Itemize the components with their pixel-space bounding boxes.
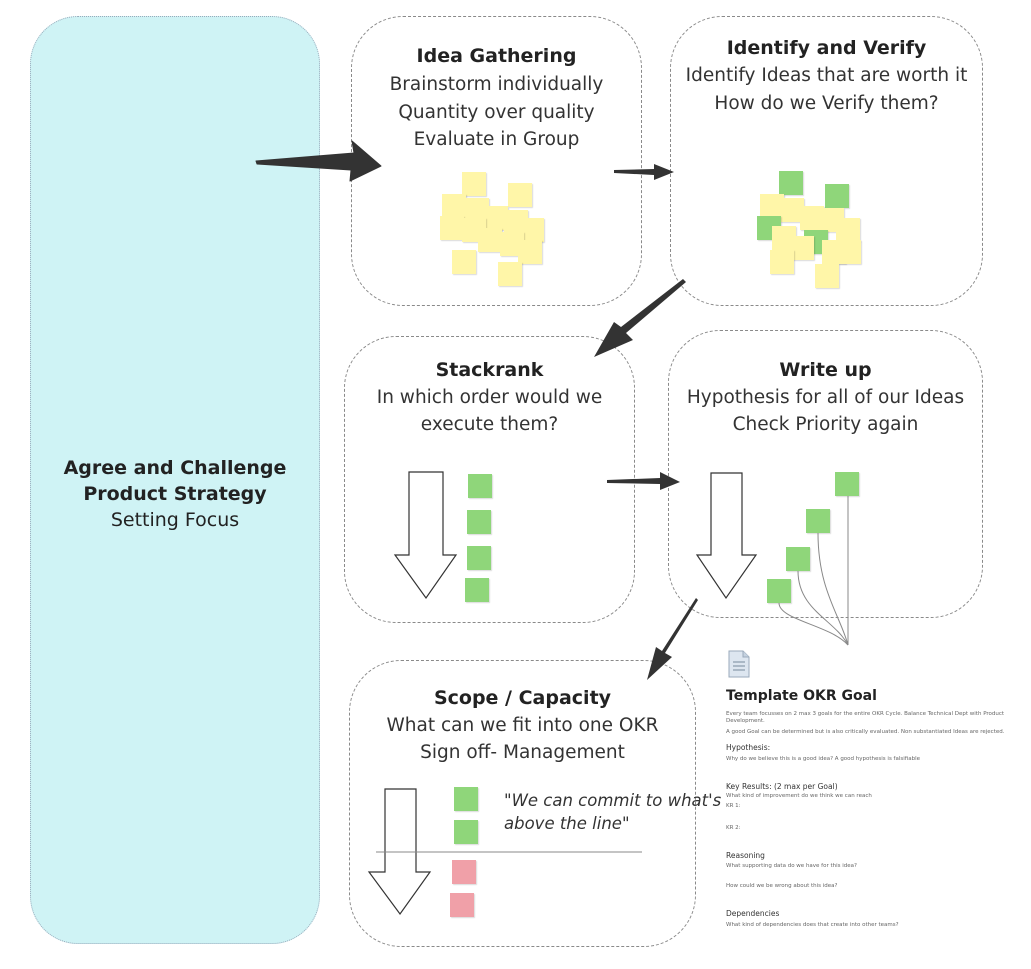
flow-arrow xyxy=(594,279,686,357)
sticky-note xyxy=(442,194,466,218)
sticky-note xyxy=(498,262,522,286)
sticky-note xyxy=(518,240,542,264)
doc-text: Development. xyxy=(726,718,765,724)
sticky-note xyxy=(815,264,839,288)
lane-title-line1: Agree and Challenge xyxy=(63,457,287,479)
card-line: How do we Verify them? xyxy=(714,93,939,114)
sticky-note xyxy=(806,509,830,533)
sticky-note xyxy=(770,250,794,274)
strategy-lane: Agree and Challenge Product Strategy Set… xyxy=(30,16,320,944)
sticky-note xyxy=(478,228,502,252)
doc-text: Every team focusses on 2 max 3 goals for… xyxy=(726,711,1005,717)
lane-text: Agree and Challenge Product Strategy Set… xyxy=(31,455,319,533)
card-identify-verify: Identify and Verify Identify Ideas that … xyxy=(670,16,983,306)
sticky-note xyxy=(779,171,803,195)
card-line: Sign off- Management xyxy=(420,742,625,763)
sticky-note xyxy=(468,474,492,498)
sticky-note xyxy=(790,236,814,260)
flow-arrow xyxy=(614,164,674,180)
connector-curve xyxy=(797,570,849,646)
lane-title-line2: Product Strategy xyxy=(83,483,267,505)
card-title: Stackrank xyxy=(435,359,544,381)
card-line: Check Priority again xyxy=(732,414,919,435)
connector-curve xyxy=(778,602,849,646)
doc-heading: Key Results: (2 max per Goal) xyxy=(726,782,838,791)
sticky-note xyxy=(836,218,860,242)
card-line: Evaluate in Group xyxy=(413,129,580,150)
doc-heading: Reasoning xyxy=(726,851,765,860)
document-icon xyxy=(728,650,750,678)
sticky-note xyxy=(837,240,861,264)
sticky-note xyxy=(467,546,491,570)
sticky-note xyxy=(454,820,478,844)
doc-text: How could we be wrong about this idea? xyxy=(726,883,838,889)
card-line: execute them? xyxy=(420,414,559,435)
doc-text: Why do we believe this is a good idea? A… xyxy=(726,756,921,762)
doc-text: KR 1: xyxy=(726,803,741,809)
down-arrow-icon xyxy=(695,472,758,600)
sticky-note xyxy=(467,510,491,534)
okr-template-doc[interactable]: Template OKR Goal Every team focusses on… xyxy=(718,650,1004,950)
flow-arrow xyxy=(647,598,698,680)
doc-heading: Hypothesis: xyxy=(726,743,771,752)
sticky-note xyxy=(452,250,476,274)
sticky-note xyxy=(462,172,486,196)
sticky-note xyxy=(465,578,489,602)
sticky-note xyxy=(454,787,478,811)
card-line: Hypothesis for all of our Ideas xyxy=(686,387,965,408)
connector-curve xyxy=(817,532,849,646)
flow-arrow xyxy=(607,472,680,490)
card-line: What can we fit into one OKR xyxy=(386,715,659,736)
card-line: Identify Ideas that are worth it xyxy=(685,65,968,86)
sticky-note xyxy=(835,472,859,496)
sticky-note xyxy=(450,893,474,917)
doc-heading: Dependencies xyxy=(726,909,780,918)
doc-title: Template OKR Goal xyxy=(726,688,877,704)
doc-text: What kind of dependencies does that crea… xyxy=(726,922,899,928)
card-idea-gathering: Idea Gathering Brainstorm individually Q… xyxy=(351,16,642,306)
sticky-note xyxy=(508,183,532,207)
card-line: Quantity over quality xyxy=(398,102,595,123)
doc-text: What kind of improvement do we think we … xyxy=(726,793,872,799)
sticky-note xyxy=(825,184,849,208)
doc-text: A good Goal can be determined but is als… xyxy=(726,729,1005,735)
sticky-note xyxy=(767,579,791,603)
quote-line1: "We can commit to what's xyxy=(504,791,722,810)
sticky-note xyxy=(786,547,810,571)
lane-subtitle: Setting Focus xyxy=(110,509,240,531)
card-title: Identify and Verify xyxy=(726,37,927,59)
card-title: Write up xyxy=(779,359,872,381)
sticky-note xyxy=(520,218,544,242)
card-title: Scope / Capacity xyxy=(433,687,612,709)
card-line: In which order would we xyxy=(376,387,603,408)
sticky-note xyxy=(440,216,464,240)
doc-text: What supporting data do we have for this… xyxy=(726,863,857,869)
flow-arrow xyxy=(255,140,382,182)
quote-line2: above the line" xyxy=(504,814,630,833)
down-arrow-icon xyxy=(393,471,458,600)
doc-text: KR 2: xyxy=(726,825,741,831)
sticky-note xyxy=(452,860,476,884)
card-title: Idea Gathering xyxy=(416,45,577,67)
card-line: Brainstorm individually xyxy=(389,74,604,95)
